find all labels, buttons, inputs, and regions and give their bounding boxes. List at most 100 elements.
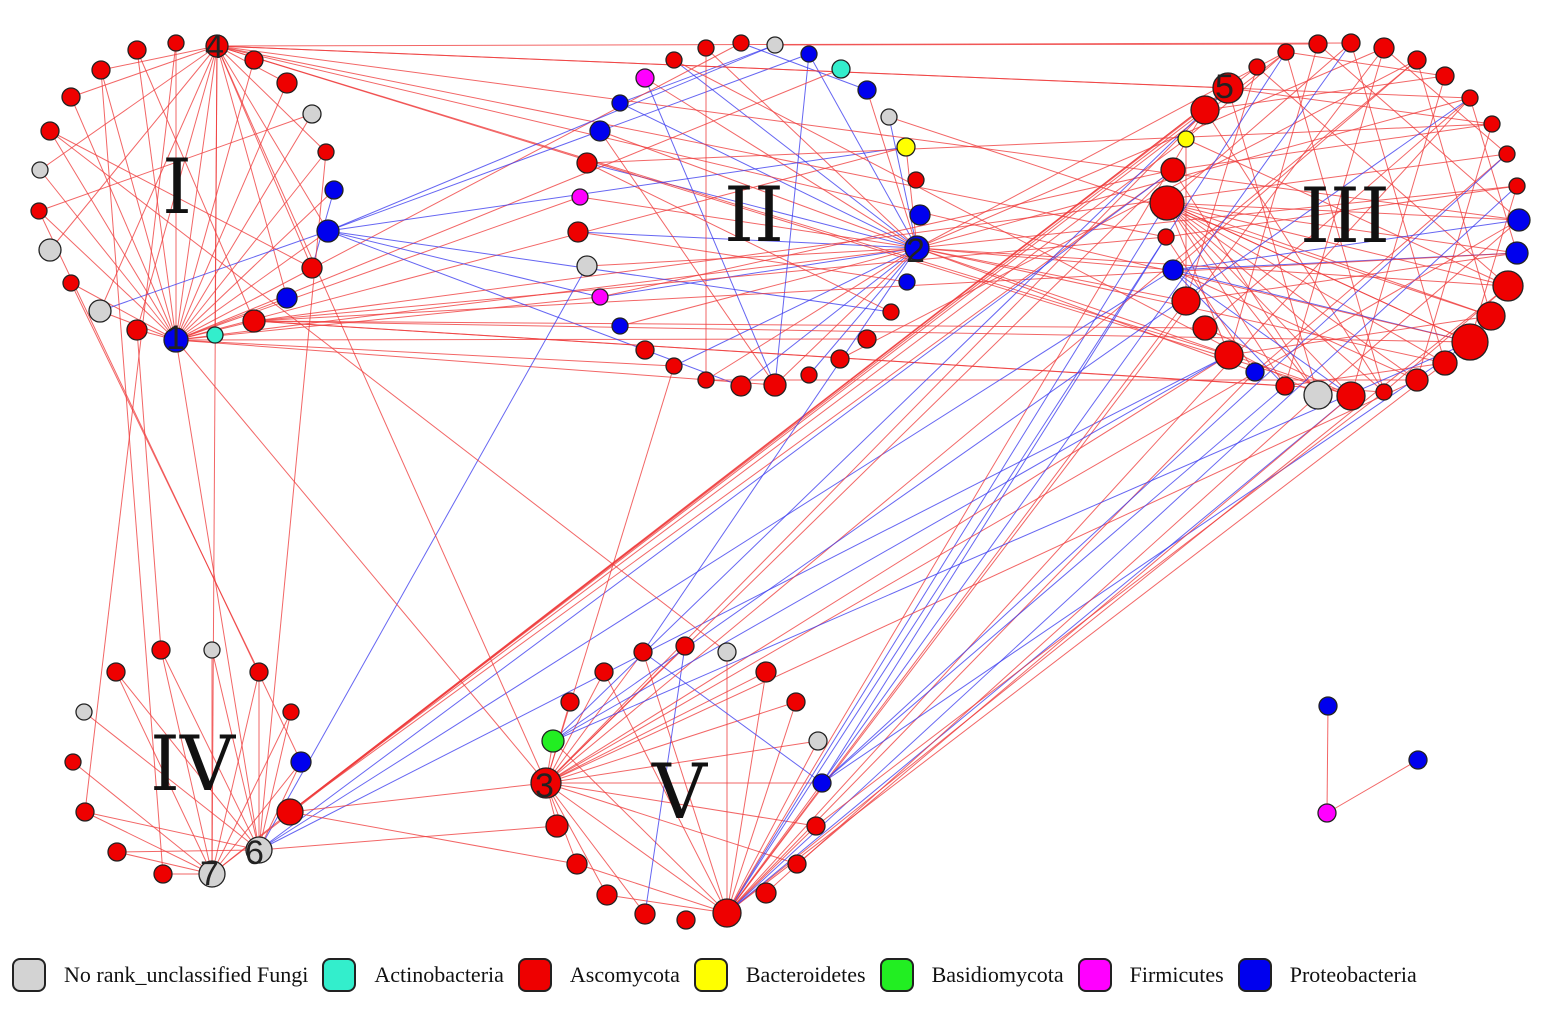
node-m4-9 <box>107 842 127 862</box>
node-m2-11 <box>882 303 900 321</box>
positive-edge-138 <box>115 671 260 851</box>
node-m2-22 <box>576 255 598 277</box>
positive-edge-121 <box>211 671 260 875</box>
node-m5-14 <box>566 853 588 875</box>
node-m3-16 <box>1451 323 1489 361</box>
positive-edge-110 <box>1166 202 1352 397</box>
node-m3-20 <box>1336 381 1366 411</box>
positive-edge-148 <box>545 782 646 915</box>
positive-edge-258 <box>815 391 1385 827</box>
node-m1-12 <box>126 319 148 341</box>
negative-edge-255 <box>821 341 1471 784</box>
module-label-1: I <box>162 142 192 231</box>
positive-edge-1 <box>175 59 255 341</box>
negative-edge-257 <box>821 236 1167 784</box>
positive-edge-216 <box>136 329 162 651</box>
positive-edge-198 <box>253 236 1167 322</box>
module-label-2: II <box>724 170 784 259</box>
positive-edge-13 <box>39 169 177 341</box>
node-m3-23 <box>1245 362 1265 382</box>
positive-edge-90 <box>1185 252 1518 302</box>
node-m4-6 <box>245 836 273 864</box>
positive-edge-96 <box>1172 269 1418 381</box>
legend-item-actinobacteria: Actinobacteria <box>322 958 504 992</box>
negative-edge-231 <box>258 269 1174 851</box>
positive-edge-131 <box>211 649 260 851</box>
positive-edge-269 <box>289 811 578 865</box>
positive-edge-202 <box>916 185 1518 249</box>
node-m3-14 <box>1492 270 1524 302</box>
positive-edge-170 <box>175 146 907 341</box>
positive-edge-45 <box>619 247 918 327</box>
positive-edge-5 <box>175 189 335 341</box>
node-m2-9 <box>904 235 930 261</box>
node-m5-13 <box>596 884 618 906</box>
positive-edge-20 <box>216 45 327 153</box>
positive-edge-164 <box>552 740 728 914</box>
positive-edge-229 <box>289 109 1206 813</box>
positive-edge-51 <box>599 130 918 249</box>
negative-edge-262 <box>552 97 1471 742</box>
positive-edge-143 <box>545 740 819 784</box>
negative-edge-185 <box>327 44 776 232</box>
positive-edge-69 <box>1285 51 1446 77</box>
positive-edge-274 <box>1326 759 1419 814</box>
positive-edge-270 <box>289 782 547 813</box>
positive-edge-39 <box>905 146 918 249</box>
node-m2-14 <box>800 366 818 384</box>
positive-edge-235 <box>211 87 1229 875</box>
node-m5-10 <box>712 898 742 928</box>
node-m4-4 <box>290 751 312 773</box>
legend-label-basidiomycota: Basidiomycota <box>931 962 1064 987</box>
node-m4-13 <box>106 662 126 682</box>
node-m3-3 <box>1308 34 1328 54</box>
module-label-5: V <box>651 747 708 836</box>
positive-edge-175 <box>175 296 601 341</box>
negative-edge-272 <box>642 247 918 653</box>
positive-edge-61 <box>577 231 908 283</box>
positive-edge-238 <box>726 97 1471 914</box>
negative-edge-167 <box>644 645 686 915</box>
node-m4-0 <box>151 640 171 660</box>
positive-edge-22 <box>216 45 313 269</box>
node-m4-11 <box>64 753 82 771</box>
positive-edge-6 <box>175 230 329 341</box>
node-m4-7 <box>198 860 226 888</box>
node-m3-30 <box>1160 157 1186 183</box>
node-m2-5 <box>880 108 898 126</box>
positive-edge-145 <box>545 782 817 827</box>
node-lone-2 <box>1317 803 1337 823</box>
positive-edge-211 <box>839 59 1418 360</box>
positive-edge-70 <box>1285 51 1385 393</box>
positive-edge-207 <box>916 247 1187 302</box>
node-m2-24 <box>571 188 589 206</box>
node-m3-7 <box>1435 66 1455 86</box>
node-m2-13 <box>830 349 850 369</box>
positive-edge-268 <box>545 365 675 784</box>
node-m5-18 <box>560 692 580 712</box>
node-m2-0 <box>732 34 750 52</box>
hub-label-6: 6 <box>245 834 264 872</box>
node-m2-18 <box>665 357 683 375</box>
node-lone-0 <box>1318 696 1338 716</box>
node-m3-15 <box>1476 301 1506 331</box>
positive-edge-102 <box>1166 202 1520 221</box>
positive-edge-259 <box>796 395 1352 865</box>
positive-edge-130 <box>160 649 260 851</box>
negative-edge-114 <box>1172 219 1520 271</box>
legend-item-bacteroidetes: Bacteroidetes <box>693 958 866 992</box>
negative-edge-42 <box>740 247 918 387</box>
positive-edge-86 <box>1254 153 1508 373</box>
node-m3-27 <box>1162 259 1184 281</box>
positive-edge-37 <box>866 89 918 249</box>
positive-edge-53 <box>644 77 918 249</box>
node-m1-17 <box>31 161 49 179</box>
positive-edge-180 <box>216 45 1520 221</box>
negative-edge-232 <box>258 169 1174 851</box>
positive-edge-209 <box>888 116 1492 317</box>
positive-edge-149 <box>545 782 608 896</box>
node-m3-0 <box>1212 72 1244 104</box>
node-m5-3 <box>755 661 777 683</box>
positive-edge-25 <box>136 45 218 331</box>
positive-edge-129 <box>115 671 213 875</box>
